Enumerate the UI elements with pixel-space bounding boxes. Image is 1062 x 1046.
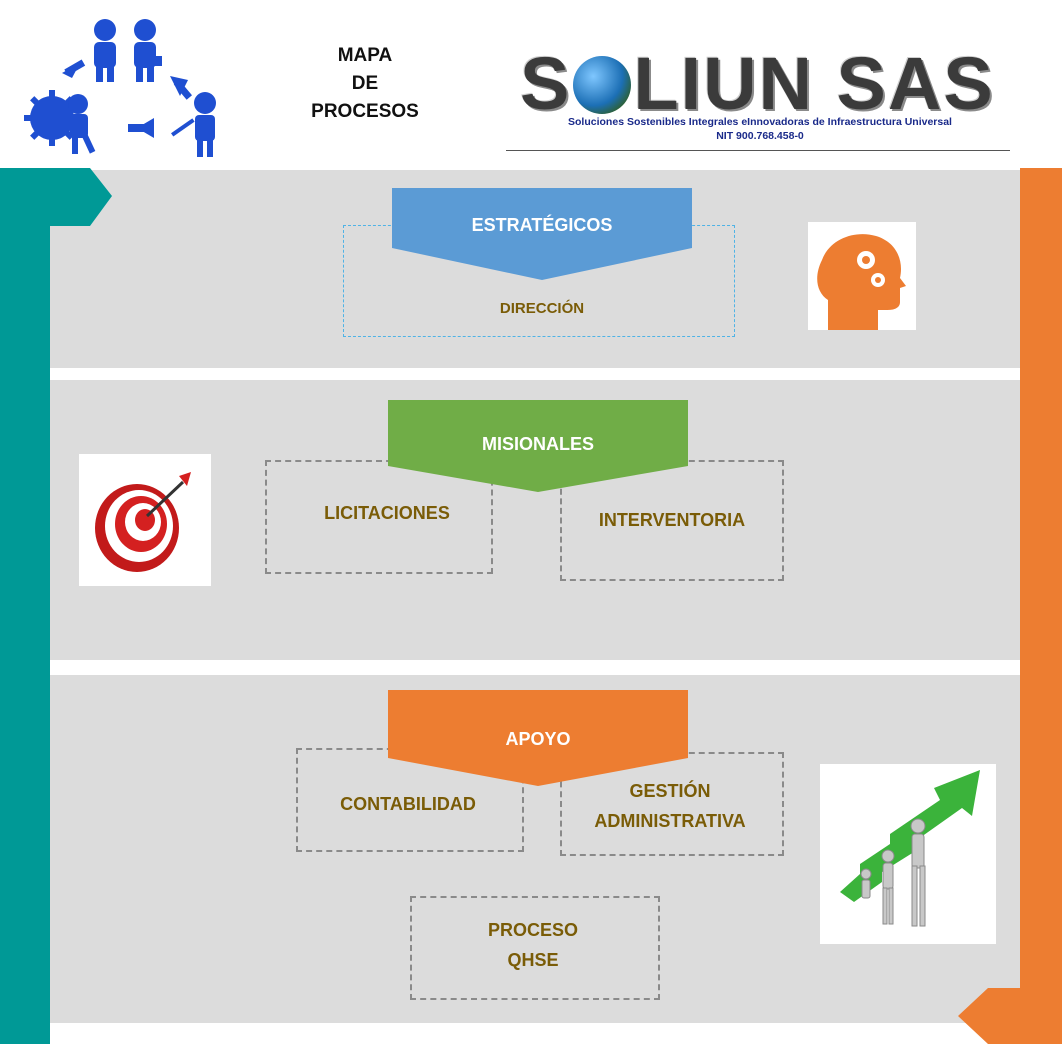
title-line: DE — [351, 73, 379, 94]
logo-text: LIUN SAS — [633, 42, 995, 125]
strategic-label: ESTRATÉGICOS — [471, 215, 613, 235]
company-nit: NIT 900.768.458-0 — [716, 130, 804, 142]
title-line: MAPA — [337, 45, 393, 66]
support-label-shape — [388, 690, 688, 786]
missional-label: MISIONALES — [481, 434, 594, 454]
growth-arrow-icon — [820, 764, 996, 944]
support-label: APOYO — [505, 729, 571, 749]
qhse-box — [410, 896, 660, 1000]
input-flow-arrow — [0, 168, 112, 1044]
missional-label-shape — [388, 400, 688, 492]
teamwork-cycle-icon — [10, 8, 230, 168]
process-qhse: PROCESO QHSE — [410, 915, 656, 975]
process-qhse-line: QHSE — [507, 950, 559, 970]
licitaciones-box — [265, 460, 493, 574]
page-title: MAPA DE PROCESOS — [300, 42, 430, 126]
title-line: PROCESOS — [311, 101, 419, 122]
process-direccion: DIRECCIÓN — [499, 300, 585, 317]
logo-letter: S — [520, 42, 572, 125]
process-licitaciones: LICITACIONES — [324, 503, 450, 523]
strategic-label-shape — [392, 188, 692, 280]
process-interventoria: INTERVENTORIA — [598, 510, 746, 530]
header-divider — [506, 150, 1010, 151]
process-gestion-line: ADMINISTRATIVA — [594, 811, 746, 831]
process-contabilidad: CONTABILIDAD — [340, 794, 476, 814]
process-gestion-line: GESTIÓN — [629, 781, 711, 801]
target-dart-icon — [79, 454, 211, 586]
head-gears-icon — [808, 222, 916, 330]
output-flow-arrow — [958, 168, 1062, 1044]
process-qhse-line: PROCESO — [487, 920, 579, 940]
globe-icon — [573, 56, 632, 115]
process-gestion: GESTIÓN ADMINISTRATIVA — [560, 776, 780, 836]
company-tagline: Soluciones Sostenibles Integrales eInnov… — [568, 116, 952, 128]
